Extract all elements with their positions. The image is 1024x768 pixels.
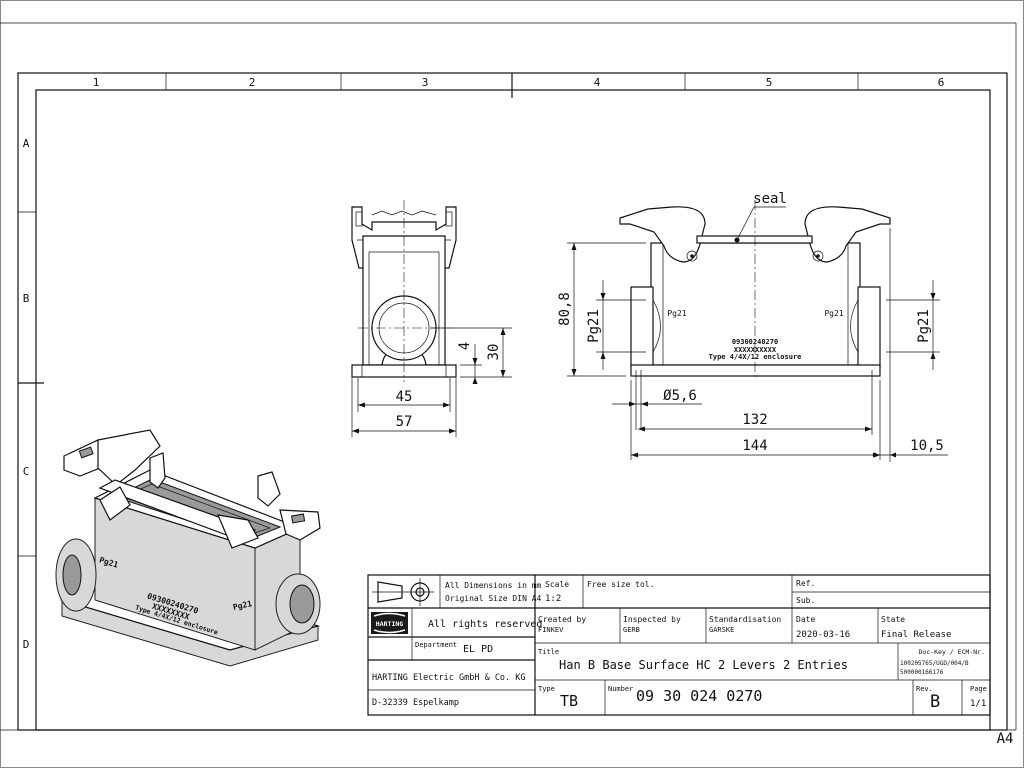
sheet-size-label: A4: [997, 731, 1014, 747]
sub-label: Sub.: [796, 596, 815, 605]
row-label: C: [23, 465, 30, 478]
dimension-label: 10,5: [910, 438, 944, 454]
dims-note: All Dimensions in mm: [445, 581, 542, 590]
pg-mark: Pg21: [667, 309, 686, 318]
date-label: Date: [796, 615, 815, 624]
marking-line: Type 4/4X/12 enclosure: [709, 353, 802, 361]
side-view-pg-marks: Pg21 Pg21: [667, 309, 843, 318]
column-label: 4: [594, 76, 601, 89]
scale-value: 1:2: [545, 594, 561, 604]
logo-text: HARTING: [376, 620, 403, 628]
side-view-dimensions: [567, 228, 948, 462]
company-address: D-32339 Espelkamp: [372, 698, 459, 708]
title-block: [367, 574, 991, 716]
title-block-text: All Dimensions in mm Original Size DIN A…: [372, 579, 987, 712]
dimension-label: 132: [742, 412, 767, 428]
page-value: 1/1: [970, 699, 986, 709]
column-label: 6: [938, 76, 945, 89]
department-value: EL PD: [463, 644, 493, 655]
column-labels: 1 2 3 4 5 6: [93, 76, 945, 89]
created-value: FINKEV: [538, 626, 564, 634]
number-label: Number: [608, 685, 633, 693]
dimension-label: Pg21: [916, 309, 932, 343]
type-value: TB: [560, 692, 578, 710]
dimension-label: Pg21: [586, 309, 602, 343]
side-view-dimension-labels: 80,8 Pg21 Pg21 Ø5,6 132 144 10,5: [557, 292, 944, 454]
state-label: State: [881, 615, 905, 624]
created-label: Created by: [538, 615, 586, 624]
standard-value: GARSKE: [709, 626, 734, 634]
row-label: D: [23, 638, 30, 651]
inspected-label: Inspected by: [623, 615, 681, 624]
dimension-label: 30: [486, 344, 502, 361]
dockey-value: 500000166176: [900, 669, 944, 676]
department-label: Department: [415, 641, 457, 649]
state-value: Final Release: [881, 630, 951, 640]
column-label: 1: [93, 76, 100, 89]
side-view: [619, 200, 891, 380]
row-label: B: [23, 292, 30, 305]
date-value: 2020-03-16: [796, 630, 850, 640]
front-view-dimension-labels: 45 57 30 4: [396, 342, 502, 430]
drawing-title: Han B Base Surface HC 2 Levers 2 Entries: [559, 658, 848, 672]
scale-label: Scale: [545, 580, 569, 589]
front-view: [351, 200, 457, 382]
marking-line: 09300240270: [732, 338, 778, 346]
drawing-number: 09 30 024 0270: [636, 687, 762, 705]
dimension-label: Ø5,6: [663, 388, 697, 404]
projection-symbol-icon: [372, 578, 434, 606]
dimension-label: 4: [457, 342, 473, 350]
dockey-value: 100205765/UGD/004/B: [900, 660, 969, 667]
type-label: Type: [538, 685, 555, 693]
dimension-label: 144: [742, 438, 767, 454]
row-labels: A B C D: [23, 137, 30, 651]
page-label: Page: [970, 685, 987, 693]
dimension-label: 57: [396, 414, 413, 430]
front-view-dimensions: [351, 327, 512, 437]
inspected-value: GERB: [623, 626, 640, 634]
ref-label: Ref.: [796, 579, 815, 588]
rev-label: Rev.: [916, 685, 933, 693]
pg-mark: Pg21: [232, 599, 253, 612]
column-label: 2: [249, 76, 256, 89]
isometric-view: [55, 429, 321, 667]
pg-mark: Pg21: [824, 309, 843, 318]
dims-note: Original Size DIN A4: [445, 594, 542, 603]
rev-value: B: [930, 692, 940, 712]
rights-note: All rights reserved: [428, 619, 542, 630]
drawing-frame: [17, 72, 1008, 731]
standard-label: Standardisation: [709, 615, 781, 624]
column-label: 3: [422, 76, 429, 89]
dimension-label: 45: [396, 389, 413, 405]
company-name: HARTING Electric GmbH & Co. KG: [372, 673, 526, 683]
dockey-label: Doc-Key / ECM-Nr.: [918, 648, 985, 656]
seal-label: seal: [753, 191, 787, 207]
tolerance-note: Free size tol.: [587, 580, 654, 589]
dimension-label: 80,8: [557, 292, 573, 326]
title-label: Title: [538, 648, 559, 656]
side-view-marking: 09300240270 XXXXXXXXXX Type 4/4X/12 encl…: [709, 338, 802, 361]
harting-logo: HARTING: [371, 612, 408, 634]
column-label: 5: [766, 76, 773, 89]
marking-line: XXXXXXXXXX: [734, 346, 777, 354]
row-label: A: [23, 137, 30, 150]
